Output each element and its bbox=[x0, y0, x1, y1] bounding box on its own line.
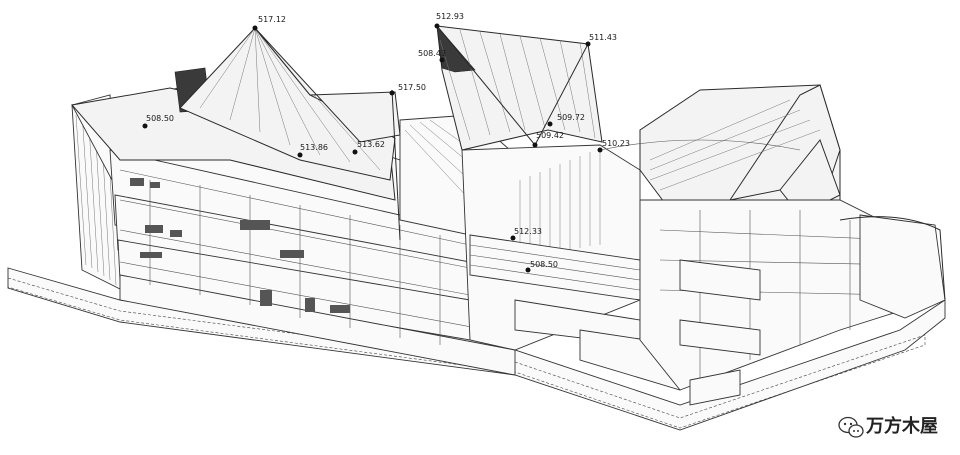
elevation-label: 511.43 bbox=[589, 33, 617, 42]
elevation-label: 510.23 bbox=[602, 139, 630, 148]
elevation-dot bbox=[525, 267, 531, 273]
elevation-label: 512.33 bbox=[514, 227, 542, 236]
elevation-label: 517.12 bbox=[258, 15, 286, 24]
elevation-label: 513.86 bbox=[300, 143, 328, 152]
elevation-dot bbox=[532, 142, 538, 148]
watermark: 万方木屋 bbox=[838, 415, 938, 438]
elevation-dot bbox=[439, 57, 445, 63]
elevation-label: 509.42 bbox=[536, 131, 564, 140]
elevation-dot bbox=[142, 123, 148, 129]
elevation-dot bbox=[597, 147, 603, 153]
left-shell-roof bbox=[179, 27, 401, 181]
elevation-dot bbox=[252, 25, 258, 31]
elevation-dot bbox=[297, 152, 303, 158]
elevation-dot bbox=[510, 235, 516, 241]
elevation-dot bbox=[352, 149, 358, 155]
watermark-text: 万方木屋 bbox=[865, 415, 938, 437]
elevation-label: 508.50 bbox=[530, 260, 558, 269]
elevation-labels: 517.12 512.93 511.43 508.43 517.50 509.7… bbox=[146, 12, 630, 269]
elevation-dot bbox=[389, 90, 395, 96]
elevation-marker-dots bbox=[142, 23, 603, 273]
center-folded-roof bbox=[436, 25, 603, 151]
right-site-terrace bbox=[599, 139, 946, 301]
elevation-label: 513.62 bbox=[357, 140, 385, 149]
elevation-label: 517.50 bbox=[398, 83, 426, 92]
elevation-label: 508.50 bbox=[146, 114, 174, 123]
elevation-label: 512.93 bbox=[436, 12, 464, 21]
wechat-icon bbox=[838, 416, 864, 438]
elevation-dot bbox=[547, 121, 553, 127]
elevation-dot bbox=[585, 41, 591, 47]
elevation-label: 508.43 bbox=[418, 49, 446, 58]
central-volume bbox=[461, 144, 681, 391]
right-theater-volume bbox=[639, 84, 946, 406]
elevation-dot bbox=[434, 23, 440, 29]
elevation-label: 509.72 bbox=[557, 113, 585, 122]
